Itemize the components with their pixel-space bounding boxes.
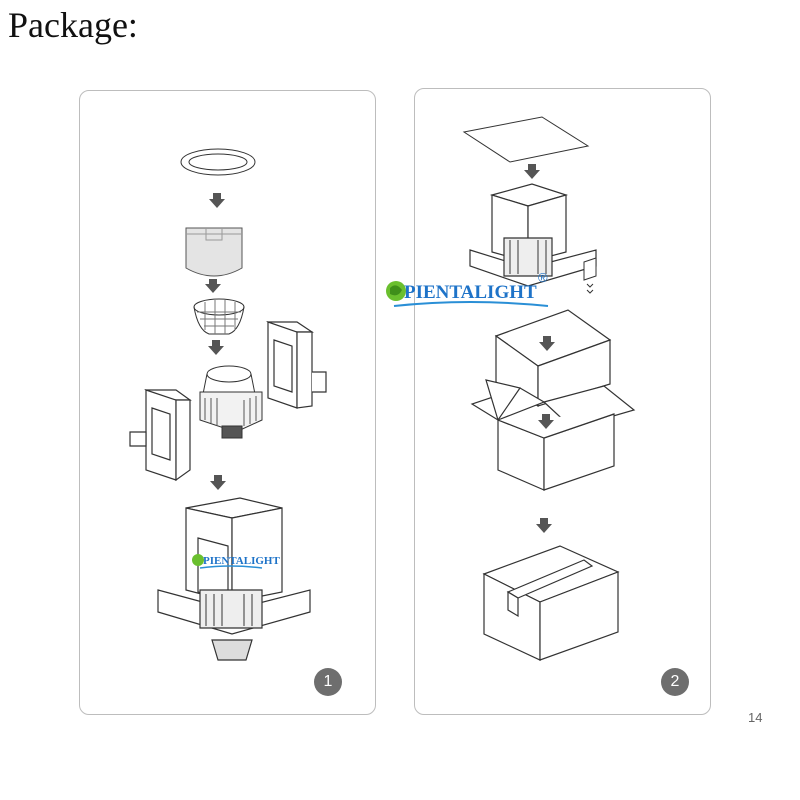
down-arrow-icon	[209, 193, 225, 208]
down-arrow-icon	[208, 340, 224, 355]
down-arrow-icon	[538, 414, 554, 429]
assembled-light-top-view-illustration	[469, 183, 597, 287]
page-number: 14	[748, 710, 763, 725]
down-arrow-icon	[205, 279, 221, 293]
lamp-ring-illustration	[180, 148, 256, 176]
outer-carton-open-illustration	[470, 379, 636, 491]
watermark-logo-small: PIENTALIGHT	[192, 554, 280, 569]
step-1-badge: 1	[314, 668, 342, 696]
sealed-carton-illustration	[482, 545, 620, 661]
assembled-light-with-foam-illustration	[157, 497, 311, 661]
page-title: Package:	[8, 5, 138, 45]
watermark-text-small: PIENTALIGHT	[203, 555, 280, 567]
down-arrow-icon	[524, 164, 540, 179]
watermark-logo: PIENTALIGHT ®	[386, 270, 549, 307]
accessory-pack-illustration	[583, 257, 597, 294]
registered-mark: ®	[538, 270, 548, 285]
watermark-text: PIENTALIGHT	[404, 282, 537, 303]
foam-top-pad-illustration	[462, 116, 590, 163]
led-highbay-light-illustration	[199, 365, 263, 439]
down-arrow-icon	[539, 336, 555, 351]
protective-bag-illustration	[185, 227, 243, 277]
down-arrow-icon	[210, 475, 226, 490]
reflector-cup-illustration	[193, 298, 245, 335]
down-arrow-icon	[536, 518, 552, 533]
foam-corner-piece-right	[266, 321, 327, 409]
foam-corner-piece-left	[129, 389, 192, 482]
step-2-badge: 2	[661, 668, 689, 696]
